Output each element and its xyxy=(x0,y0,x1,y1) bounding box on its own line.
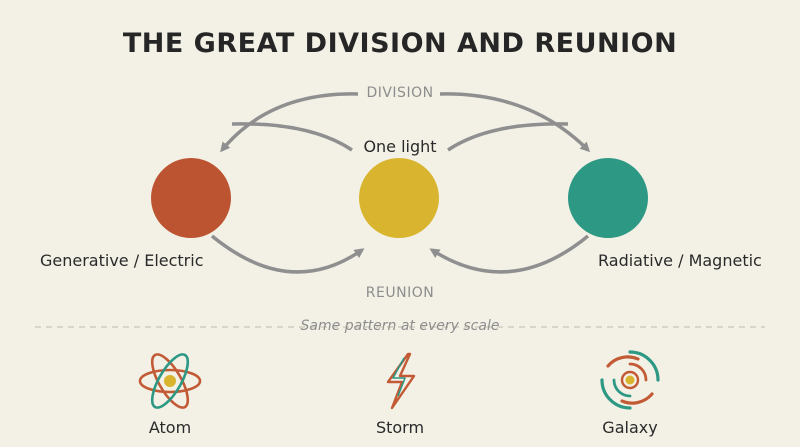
reunion-arrow-right xyxy=(429,234,590,274)
reunion-label: REUNION xyxy=(365,285,435,301)
atom-label: Atom xyxy=(148,418,192,437)
right-node-label: Radiative / Magnetic xyxy=(598,251,762,270)
lightning-bolt-icon xyxy=(386,352,416,410)
node-left xyxy=(151,158,231,238)
galaxy-label: Galaxy xyxy=(602,418,658,437)
division-arrow-right xyxy=(439,92,591,153)
reunion-arrow-left xyxy=(210,234,365,274)
node-right xyxy=(568,158,648,238)
scale-note: Same pattern at every scale xyxy=(300,318,500,334)
node-center xyxy=(359,158,439,238)
left-node-label: Generative / Electric xyxy=(40,251,204,270)
division-connector-right xyxy=(447,122,569,152)
atom-icon xyxy=(138,353,202,409)
division-connector-left xyxy=(231,122,353,152)
storm-label: Storm xyxy=(375,418,425,437)
division-arrow-left xyxy=(220,92,359,153)
diagram-title: THE GREAT DIVISION AND REUNION xyxy=(122,28,678,59)
spiral-galaxy-icon xyxy=(600,350,660,410)
center-node-label: One light xyxy=(363,137,437,156)
division-label: DIVISION xyxy=(366,85,434,101)
